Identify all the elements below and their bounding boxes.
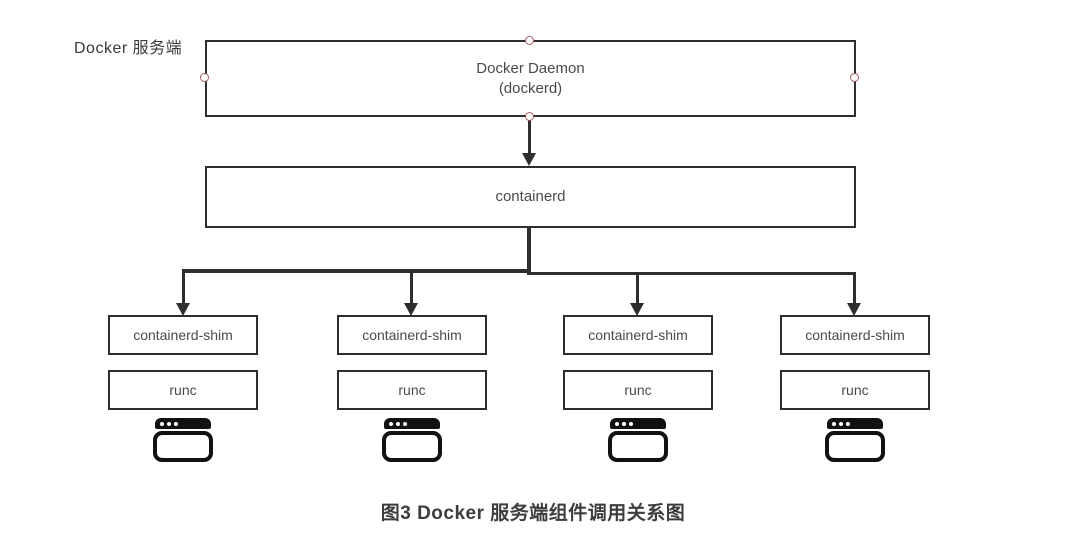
window-body: [825, 431, 885, 462]
runc-label: runc: [398, 382, 426, 398]
containerd-shim-label: containerd-shim: [588, 327, 688, 343]
daemon-to-containerd-line: [528, 118, 531, 155]
window-dot: [160, 421, 164, 426]
docker-daemon-subtitle: (dockerd): [498, 79, 563, 97]
server-side-label: Docker 服务端: [74, 40, 183, 57]
window-dot: [167, 421, 171, 426]
containerd-box: containerd: [205, 166, 856, 228]
window-body: [382, 431, 442, 462]
daemon-to-containerd-arrowhead-icon: [522, 153, 536, 166]
window-titlebar: [384, 418, 440, 429]
branch-arrowhead-icon-3: [630, 303, 644, 316]
container-window-icon: [825, 418, 885, 464]
window-titlebar: [155, 418, 211, 429]
runtime-column-1: containerd-shim runc: [108, 315, 258, 475]
branch-drop-line-3: [636, 272, 639, 304]
container-window-icon: [608, 418, 668, 464]
containerd-label: containerd: [495, 188, 566, 205]
container-window-icon: [153, 418, 213, 464]
runc-box: runc: [108, 370, 258, 410]
window-dot: [846, 421, 850, 426]
runc-label: runc: [841, 382, 869, 398]
docker-daemon-box: Docker Daemon (dockerd): [205, 40, 856, 117]
runtime-column-2: containerd-shim runc: [337, 315, 487, 475]
containerd-feed-line: [527, 228, 531, 273]
connection-handle-left: [200, 73, 209, 82]
window-dot: [403, 421, 407, 426]
window-titlebar: [827, 418, 883, 429]
runc-label: runc: [169, 382, 197, 398]
containerd-shim-label: containerd-shim: [805, 327, 905, 343]
connection-handle-bottom: [525, 112, 534, 121]
window-dot: [389, 421, 393, 426]
container-window-icon: [382, 418, 442, 464]
branch-drop-line-4: [853, 272, 856, 304]
figure-caption: 图3 Docker 服务端组件调用关系图: [380, 503, 686, 524]
window-dot: [174, 421, 178, 426]
containerd-shim-box: containerd-shim: [337, 315, 487, 355]
branch-drop-line-1: [182, 272, 185, 304]
runc-box: runc: [337, 370, 487, 410]
branch-drop-line-2: [410, 272, 413, 304]
window-dot: [832, 421, 836, 426]
containerd-shim-box: containerd-shim: [780, 315, 930, 355]
window-dot: [396, 421, 400, 426]
connection-handle-top: [525, 36, 534, 45]
containerd-shim-label: containerd-shim: [362, 327, 462, 343]
runtime-column-4: containerd-shim runc: [780, 315, 930, 475]
window-titlebar: [610, 418, 666, 429]
containerd-shim-box: containerd-shim: [563, 315, 713, 355]
runtime-column-3: containerd-shim runc: [563, 315, 713, 475]
window-dot: [622, 421, 626, 426]
branch-arrowhead-icon-2: [404, 303, 418, 316]
branch-arrowhead-icon-4: [847, 303, 861, 316]
containerd-shim-box: containerd-shim: [108, 315, 258, 355]
window-body: [153, 431, 213, 462]
window-dot: [629, 421, 633, 426]
window-dot: [839, 421, 843, 426]
window-body: [608, 431, 668, 462]
runc-label: runc: [624, 382, 652, 398]
docker-daemon-title: Docker Daemon: [476, 59, 585, 77]
runc-box: runc: [780, 370, 930, 410]
window-dot: [615, 421, 619, 426]
branch-bus-left-line: [182, 269, 531, 273]
connection-handle-right: [850, 73, 859, 82]
branch-bus-right-line: [527, 272, 856, 275]
containerd-shim-label: containerd-shim: [133, 327, 233, 343]
branch-arrowhead-icon-1: [176, 303, 190, 316]
runc-box: runc: [563, 370, 713, 410]
